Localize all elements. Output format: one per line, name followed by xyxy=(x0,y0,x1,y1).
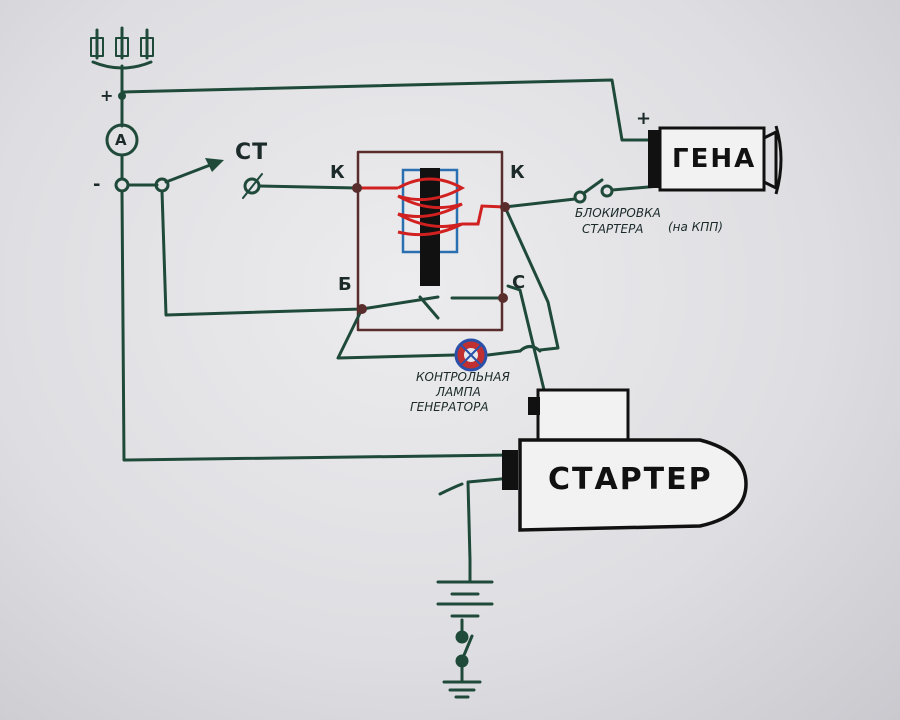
st-label: СТ xyxy=(235,140,269,165)
generator-icon xyxy=(648,125,783,195)
lamp-icon xyxy=(454,338,488,372)
gen-plus-label: + xyxy=(636,108,653,129)
minus-wire xyxy=(120,190,514,462)
starter-icon xyxy=(502,388,748,532)
minus-terminal-label: - xyxy=(93,174,102,195)
ground-switch-icon xyxy=(442,618,482,699)
relay-box xyxy=(356,150,504,332)
c-label: С xyxy=(512,272,527,293)
gena-label: ГЕНА xyxy=(672,144,757,174)
c-wire xyxy=(506,284,547,398)
blocking-label: БЛОКИРОВКА xyxy=(575,206,661,220)
starter-label: СТАРТЕР xyxy=(548,462,713,497)
blocking-switch-icon xyxy=(582,178,604,195)
blocking-note: (на КПП) xyxy=(668,220,723,234)
k-left-label: К xyxy=(330,162,346,183)
blocking-label-2: СТАРТЕРА xyxy=(582,222,644,236)
battery-icon xyxy=(436,558,494,618)
lamp-label-1: КОНТРОЛЬНАЯ xyxy=(416,370,510,384)
lamp-label-3: ГЕНЕРАТОРА xyxy=(410,400,489,414)
k-right-label: К xyxy=(510,162,526,183)
lamp-wire xyxy=(336,307,457,360)
b-wire xyxy=(160,189,364,317)
plus-wire xyxy=(120,78,660,142)
lamp-label-2: ЛАМПА xyxy=(436,385,481,399)
relay-coil-icon xyxy=(357,168,506,286)
plus-terminal-label: + xyxy=(100,86,115,105)
pulley-icon xyxy=(763,125,783,195)
b-label: Б xyxy=(338,274,353,295)
ammeter-label: A xyxy=(115,131,127,149)
